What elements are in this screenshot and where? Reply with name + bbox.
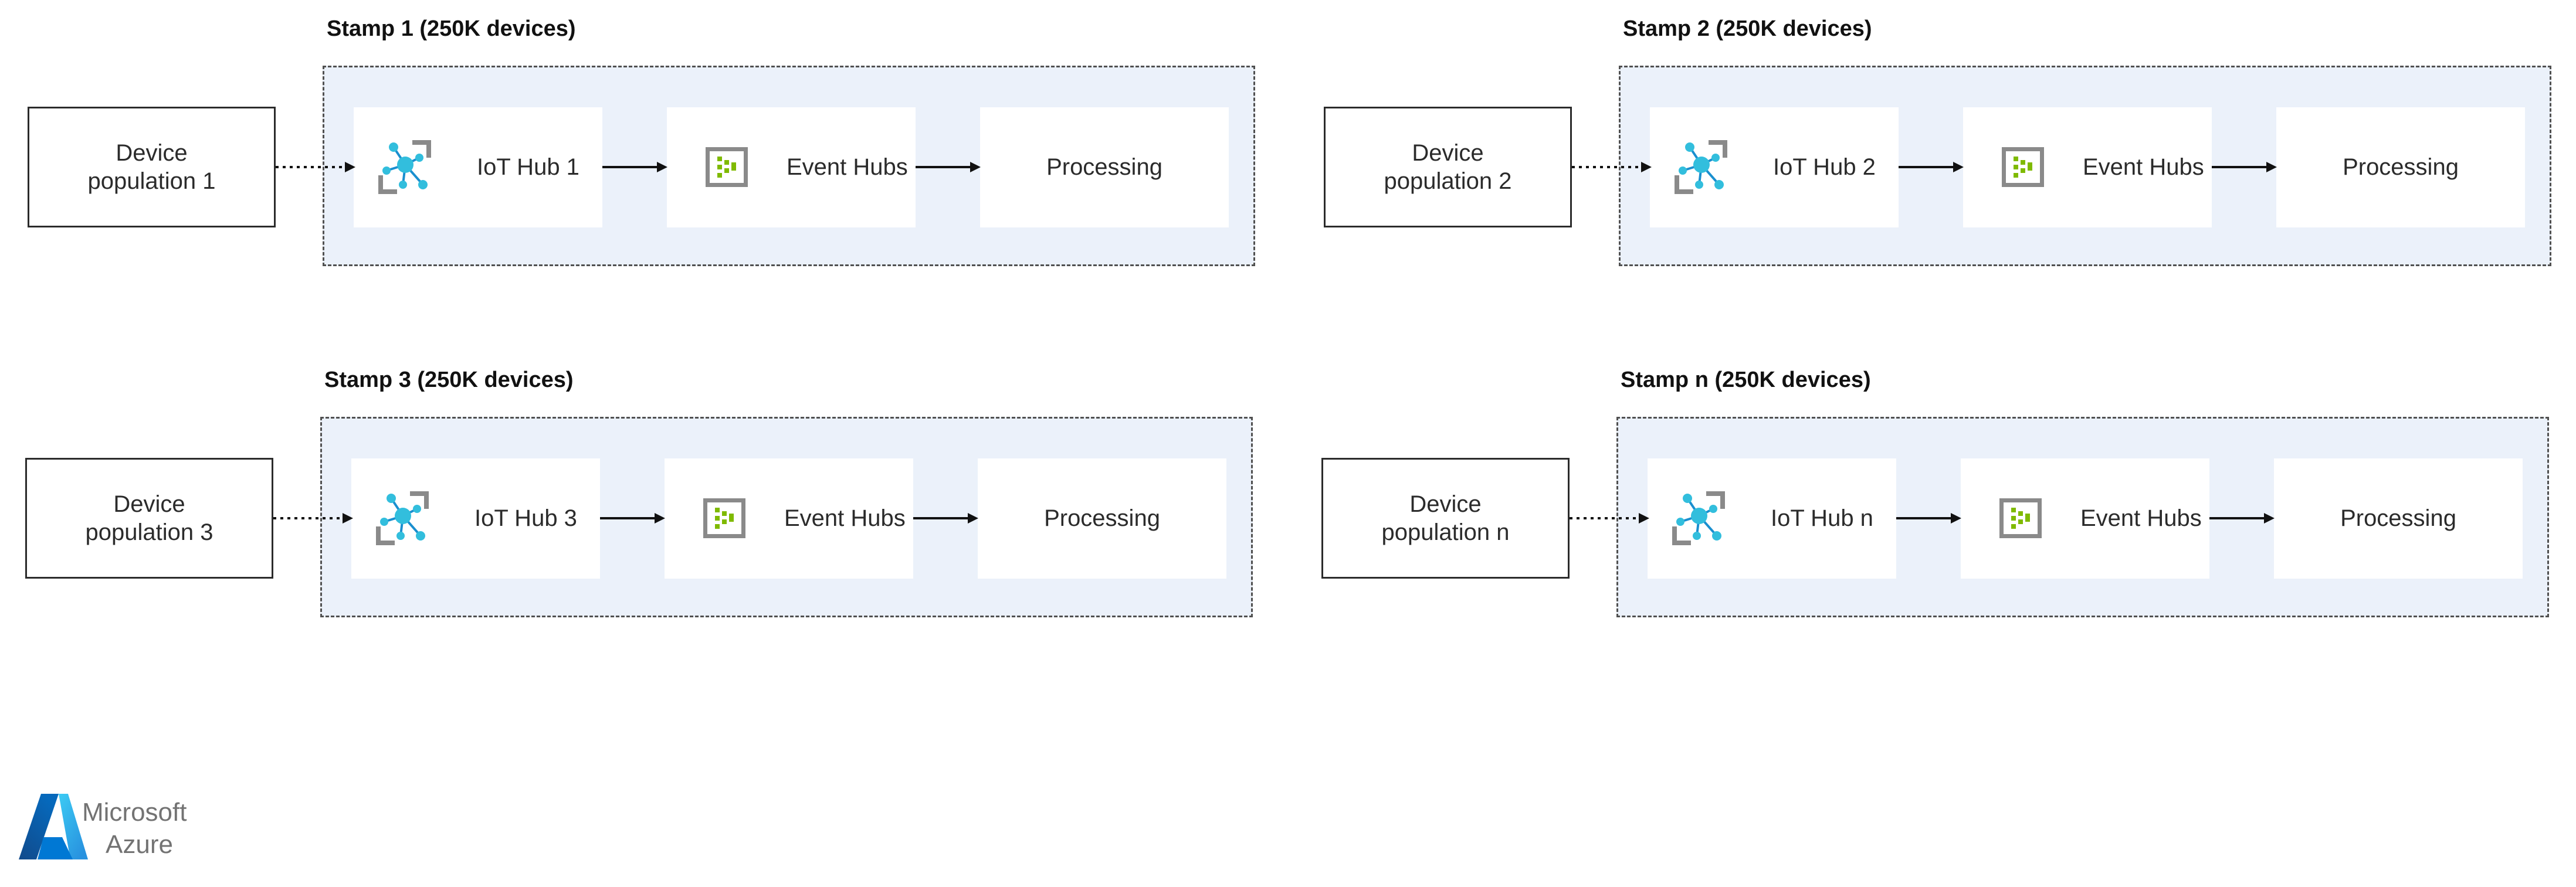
- arrowhead: [343, 513, 353, 524]
- processing-label: Processing: [2340, 505, 2456, 531]
- arrowhead: [2264, 513, 2275, 524]
- device-population-label: Device population n: [1381, 491, 1510, 545]
- device-population-box: Device population n: [1321, 458, 1570, 579]
- arrowhead: [1639, 513, 1649, 524]
- stamp-title: Stamp 1 (250K devices): [327, 16, 576, 41]
- event-hubs-node: Event Hubs: [667, 107, 916, 227]
- logo-line-1: Microsoft: [82, 798, 187, 827]
- processing-node: Processing: [2276, 107, 2525, 227]
- arrowhead: [1951, 513, 1961, 524]
- iot-hub-icon: [378, 140, 431, 194]
- stamp-3: Stamp 3 (250K devices) Device population…: [0, 351, 1294, 679]
- stamp-n: Stamp n (250K devices) Device population…: [1294, 351, 2576, 679]
- stamp-2: Stamp 2 (250K devices) Device population…: [1296, 0, 2576, 328]
- arrowhead: [970, 162, 981, 172]
- stamp-title: Stamp 2 (250K devices): [1623, 16, 1872, 41]
- stamp-1: Stamp 1 (250K devices) Device population…: [0, 0, 1296, 328]
- stamp-title: Stamp 3 (250K devices): [324, 368, 574, 392]
- iot-hub-icon: [376, 491, 429, 545]
- iot-hub-icon: [1672, 491, 1725, 545]
- arrowhead: [1641, 162, 1652, 172]
- device-population-box: Device population 1: [28, 107, 276, 227]
- device-population-box: Device population 3: [25, 458, 273, 579]
- event-hubs-label: Event Hubs: [2083, 154, 2204, 180]
- azure-logo-icon: [19, 794, 88, 859]
- iot-hub-node: IoT Hub 1: [354, 107, 602, 227]
- iot-hub-label: IoT Hub 1: [477, 154, 579, 180]
- iot-hub-node: IoT Hub 2: [1650, 107, 1899, 227]
- stamp-connectors: [1572, 162, 2277, 172]
- stamp-connectors: [273, 513, 978, 524]
- processing-node: Processing: [980, 107, 1229, 227]
- event-hubs-node: Event Hubs: [665, 458, 913, 579]
- device-population-label: Device population 3: [85, 491, 213, 545]
- iot-hub-label: IoT Hub 2: [1773, 154, 1876, 180]
- event-hubs-icon: [1999, 498, 2042, 538]
- processing-node: Processing: [2274, 458, 2523, 579]
- processing-label: Processing: [1044, 505, 1160, 531]
- processing-node: Processing: [978, 458, 1226, 579]
- event-hubs-node: Event Hubs: [1961, 458, 2209, 579]
- microsoft-azure-logo: Microsoft Azure: [16, 790, 228, 866]
- processing-label: Processing: [1046, 154, 1162, 180]
- event-hubs-label: Event Hubs: [2080, 505, 2202, 531]
- device-population-label: Device population 1: [87, 140, 216, 194]
- processing-label: Processing: [2343, 154, 2459, 180]
- stamp-connectors: [1570, 513, 2275, 524]
- stamp-title: Stamp n (250K devices): [1621, 368, 1871, 392]
- stamp-connectors: [276, 162, 981, 172]
- arrowhead: [1953, 162, 1964, 172]
- logo-wordmark: Microsoft Azure: [82, 796, 187, 861]
- arrowhead: [2266, 162, 2277, 172]
- iot-hub-label: IoT Hub n: [1771, 505, 1873, 531]
- arrowhead: [345, 162, 355, 172]
- iot-hub-label: IoT Hub 3: [474, 505, 577, 531]
- iot-hub-node: IoT Hub 3: [351, 458, 600, 579]
- device-population-box: Device population 2: [1324, 107, 1572, 227]
- event-hubs-label: Event Hubs: [787, 154, 908, 180]
- device-population-label: Device population 2: [1384, 140, 1512, 194]
- logo-line-2: Azure: [106, 830, 173, 859]
- arrowhead: [968, 513, 978, 524]
- event-hubs-node: Event Hubs: [1963, 107, 2212, 227]
- iot-hub-icon: [1675, 140, 1727, 194]
- event-hubs-label: Event Hubs: [784, 505, 906, 531]
- event-hubs-icon: [706, 147, 748, 187]
- event-hubs-icon: [2002, 147, 2044, 187]
- arrowhead: [655, 513, 665, 524]
- arrowhead: [657, 162, 667, 172]
- event-hubs-icon: [703, 498, 745, 538]
- iot-hub-node: IoT Hub n: [1648, 458, 1896, 579]
